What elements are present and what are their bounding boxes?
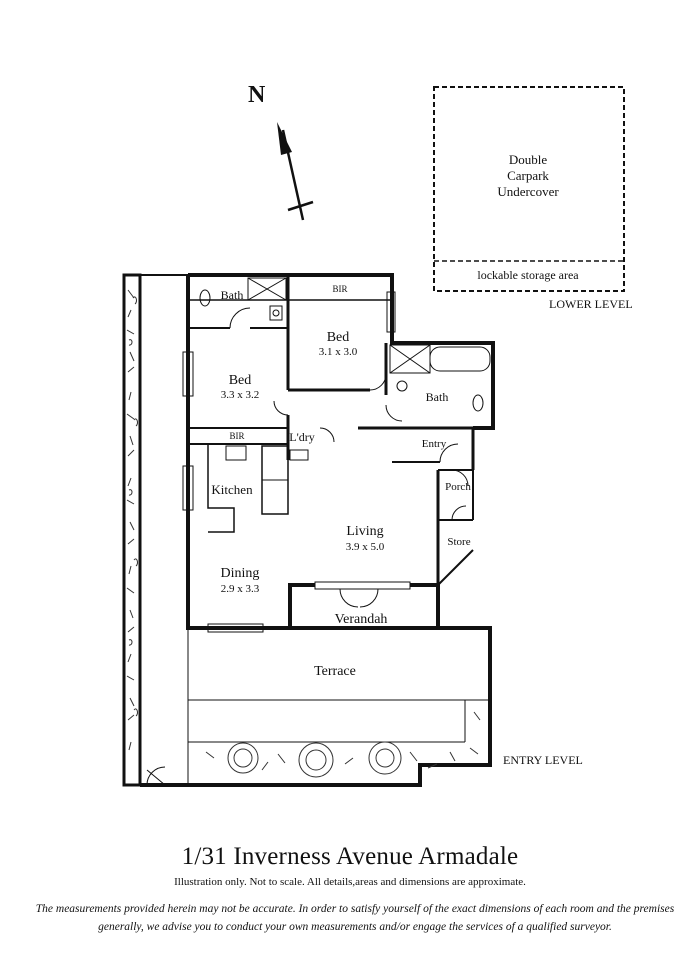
bir-1-label: BIR xyxy=(332,284,347,294)
kitchen-label: Kitchen xyxy=(211,482,253,497)
laundry-label: L'dry xyxy=(289,430,315,444)
living-size: 3.9 x 5.0 xyxy=(346,541,385,553)
bed-1-label: Bed xyxy=(327,330,350,345)
porch-label: Porch xyxy=(445,481,471,493)
bir-2-label: BIR xyxy=(229,431,244,441)
dining-size: 2.9 x 3.3 xyxy=(221,583,260,595)
north-compass: N xyxy=(248,82,314,221)
bed-2-label: Bed xyxy=(229,373,252,388)
storage-area-label: lockable storage area xyxy=(477,268,579,282)
side-garden-strip xyxy=(122,273,188,787)
north-label: N xyxy=(248,82,266,108)
entry-label: Entry xyxy=(422,438,447,450)
lower-level-carpark: Double Carpark Undercover lockable stora… xyxy=(433,86,633,311)
terrace-label: Terrace xyxy=(314,664,356,679)
unit-walls xyxy=(182,273,495,633)
entry-level-label: ENTRY LEVEL xyxy=(503,753,583,767)
bathroom-fixtures xyxy=(199,277,491,461)
carpark-line-1: Double xyxy=(509,152,548,167)
north-arrow-icon xyxy=(277,122,292,155)
bath-1-label: Bath xyxy=(221,288,244,302)
lower-level-label: LOWER LEVEL xyxy=(549,297,633,311)
illustration-note: Illustration only. Not to scale. All det… xyxy=(174,876,526,888)
living-label: Living xyxy=(346,524,383,539)
verandah-label: Verandah xyxy=(335,612,388,627)
bed-1-size: 3.1 x 3.0 xyxy=(319,346,358,358)
carpark-line-3: Undercover xyxy=(497,184,559,199)
bath-2-label: Bath xyxy=(426,390,449,404)
measurement-disclaimer: The measurements provided herein may not… xyxy=(35,903,675,933)
store-label: Store xyxy=(447,536,470,548)
bed-2-size: 3.3 x 3.2 xyxy=(221,389,260,401)
outdoor-areas xyxy=(140,626,492,787)
carpark-line-2: Carpark xyxy=(507,168,549,183)
dining-label: Dining xyxy=(221,566,260,581)
property-address: 1/31 Inverness Avenue Armadale xyxy=(181,843,519,870)
room-labels: Bath BIR Bed 3.1 x 3.0 Bed 3.3 x 3.2 Bat… xyxy=(211,284,582,767)
